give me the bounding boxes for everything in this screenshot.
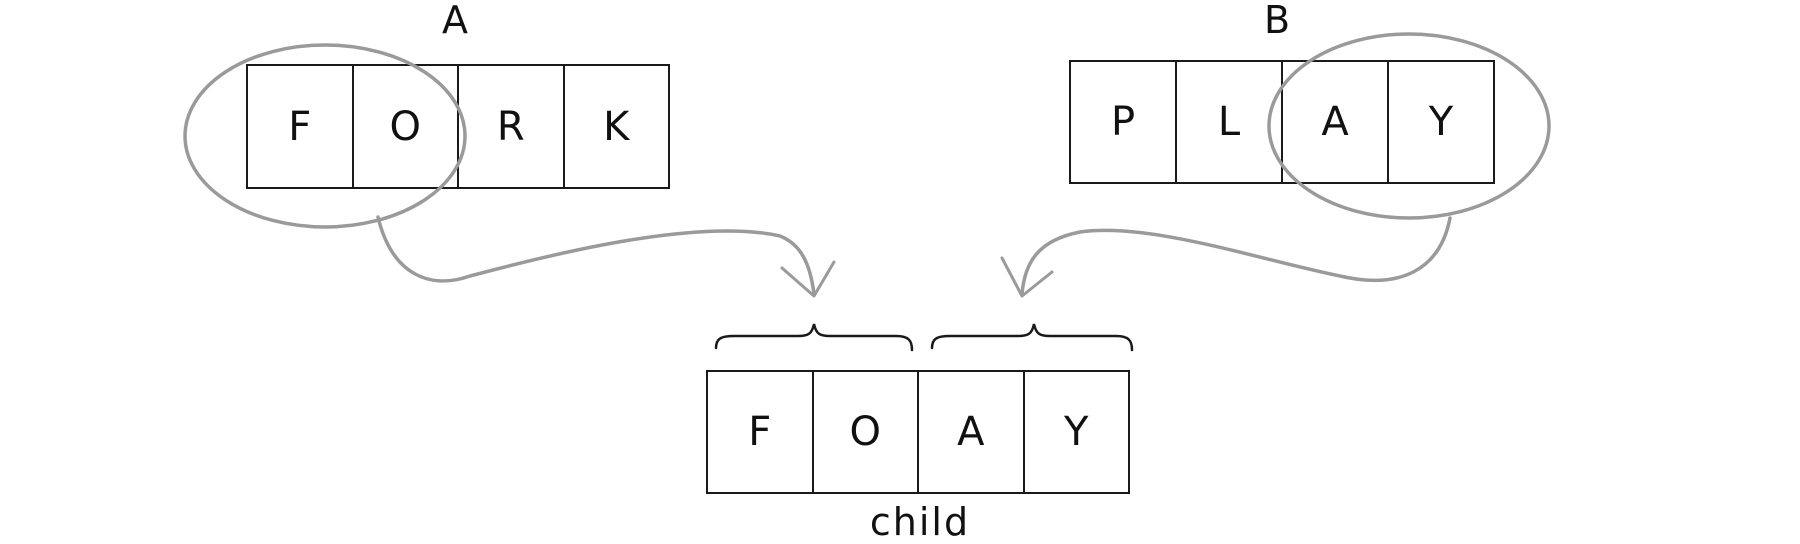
parent-a-gene: F <box>248 66 354 187</box>
parent-a-genome: F O R K <box>246 64 670 189</box>
child-label: child <box>869 500 971 544</box>
parent-b-genome: P L A Y <box>1069 60 1495 184</box>
parent-b-gene: A <box>1283 62 1389 182</box>
brace-right <box>930 323 1134 352</box>
arrow-a-head <box>780 260 836 298</box>
child-genome: F O A Y <box>706 370 1130 494</box>
parent-a-gene: R <box>459 66 565 187</box>
parent-a-label: A <box>442 0 468 42</box>
parent-b-label: B <box>1263 0 1291 42</box>
arrow-b-path <box>1020 216 1452 296</box>
child-gene: Y <box>1064 409 1089 455</box>
parent-b-gene: Y <box>1428 99 1454 145</box>
arrow-b-head <box>1000 256 1054 298</box>
parent-a-gene: O <box>354 66 459 187</box>
arrow-a-path <box>376 215 816 296</box>
parent-b-gene: P <box>1071 62 1177 182</box>
child-gene: O <box>814 372 919 492</box>
child-gene: A <box>919 372 1025 492</box>
brace-left <box>714 323 914 352</box>
child-gene: F <box>708 372 814 492</box>
parent-a-gene: K <box>603 103 630 150</box>
parent-b-gene: L <box>1177 62 1283 182</box>
